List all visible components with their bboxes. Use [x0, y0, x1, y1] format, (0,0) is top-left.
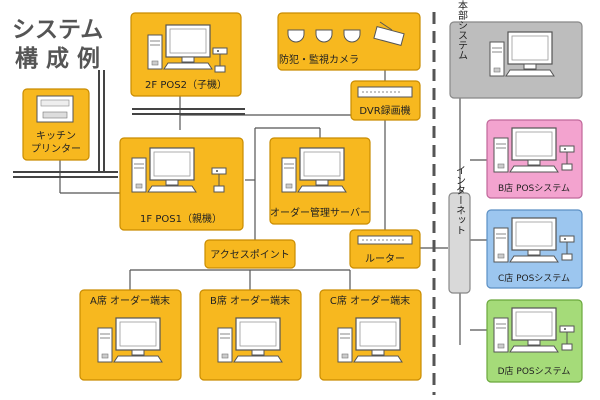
- network-rails: [13, 70, 245, 178]
- diagram-title: システム 構 成 例: [12, 17, 103, 72]
- label-order-server: オーダー管理サーバー: [270, 206, 370, 219]
- node-access-point: アクセスポイント: [204, 239, 296, 269]
- node-terminal-a: A席 オーダー端末: [79, 289, 182, 381]
- node-store-b: B店 POSシステム: [486, 119, 583, 199]
- label-camera: 防犯・監視カメラ: [279, 53, 359, 66]
- node-camera: 防犯・監視カメラ: [277, 12, 421, 71]
- label-router: ルーター: [365, 253, 405, 265]
- node-dvr: DVR録画機: [350, 80, 421, 121]
- node-pos1: 1F POS1（親機）: [119, 137, 244, 231]
- node-router: ルーター: [349, 229, 421, 269]
- printer-icon: [36, 95, 74, 123]
- label-store-c: C店 POSシステム: [498, 272, 570, 284]
- node-terminal-c: C席 オーダー端末: [319, 289, 422, 381]
- label-kitchen-2: プリンター: [31, 143, 81, 155]
- label-kitchen-1: キッチン: [36, 130, 76, 142]
- label-terminal-b: B席 オーダー端末: [210, 294, 290, 307]
- label-pos1: 1F POS1（親機）: [140, 212, 222, 225]
- node-store-d: D店 POSシステム: [486, 299, 583, 383]
- node-order-server: オーダー管理サーバー: [269, 137, 371, 225]
- node-store-c: C店 POSシステム: [486, 209, 583, 289]
- label-terminal-c: C席 オーダー端末: [330, 294, 410, 307]
- label-terminal-a: A席 オーダー端末: [90, 294, 170, 307]
- label-hq: 本部システム: [456, 0, 468, 60]
- title-line1: システム: [12, 17, 103, 43]
- dvr-icon: [357, 86, 413, 98]
- node-pos2: 2F POS2（子機）: [130, 12, 242, 97]
- node-kitchen-printer: キッチン プリンター: [22, 88, 90, 161]
- label-pos2: 2F POS2（子機）: [145, 78, 227, 91]
- dome-camera-icon: [287, 29, 361, 43]
- node-internet: インターネット: [448, 165, 471, 294]
- title-line2: 構 成 例: [15, 46, 100, 72]
- label-store-b: B店 POSシステム: [498, 182, 570, 194]
- node-hq: 本部システム: [449, 0, 583, 99]
- label-access-point: アクセスポイント: [210, 249, 290, 261]
- router-icon: [357, 235, 413, 245]
- node-terminal-b: B席 オーダー端末: [199, 289, 302, 381]
- box-camera-icon: [373, 21, 405, 47]
- label-store-d: D店 POSシステム: [498, 365, 571, 377]
- label-dvr: DVR録画機: [359, 104, 410, 117]
- label-internet: インターネット: [454, 165, 466, 235]
